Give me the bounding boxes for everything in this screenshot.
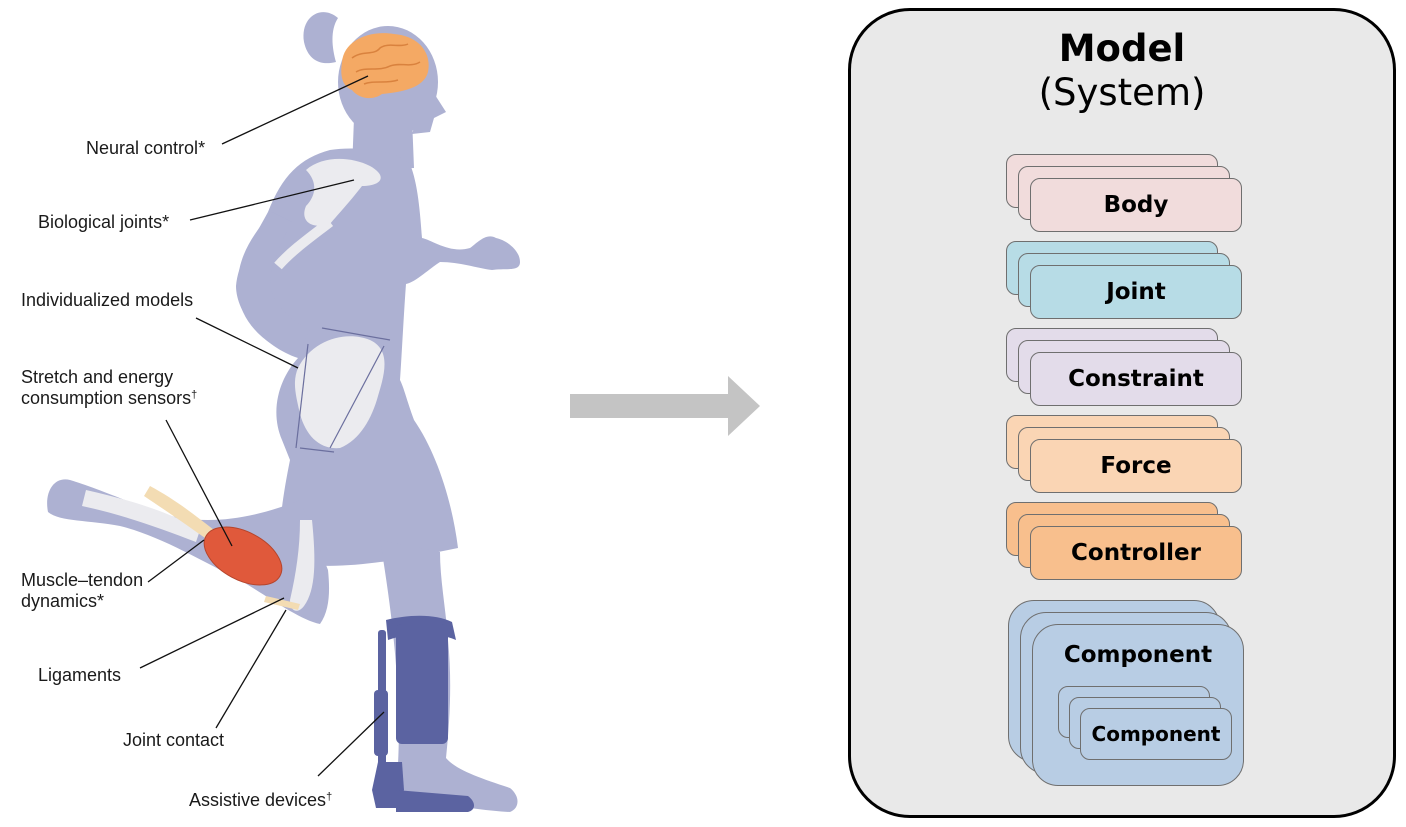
constraint-card-layer <box>1030 352 1242 406</box>
inner-component-card-layer <box>1080 708 1232 760</box>
controller-card-label: Controller <box>1071 540 1201 566</box>
muscle <box>203 526 283 586</box>
controller-card-layer <box>1030 526 1242 580</box>
joint-card-layer <box>1030 265 1242 319</box>
bone-overlays <box>82 158 385 611</box>
label-ligaments: Ligaments <box>38 665 122 685</box>
model-title: Model <box>1058 27 1186 70</box>
tendon <box>144 486 214 540</box>
measurement-arrows <box>295 327 391 453</box>
joint-card-label: Joint <box>1106 279 1166 305</box>
runner-silhouette <box>47 12 520 812</box>
body-card-label: Body <box>1103 192 1169 218</box>
label-assistive-devices: Assistive devices† <box>189 790 333 810</box>
assistive-device <box>372 615 474 812</box>
right-arrow <box>570 376 760 436</box>
runner-illustration <box>47 12 520 812</box>
label-joint-contact: Joint contact <box>123 730 225 750</box>
force-card-label: Force <box>1100 453 1172 479</box>
ligament <box>264 596 300 610</box>
force-card-layer <box>1030 439 1242 493</box>
constraint-card-label: Constraint <box>1068 366 1204 392</box>
label-individualized-models: Individualized models <box>21 290 194 310</box>
body-card-layer <box>1030 178 1242 232</box>
component-card-label: Component <box>1063 642 1213 668</box>
inner-component-card-label: Component <box>1091 722 1221 746</box>
brain-folds <box>351 43 421 85</box>
label-neural-control: Neural control* <box>86 138 206 158</box>
label-biological-joints: Biological joints* <box>38 212 170 232</box>
brain <box>341 33 429 99</box>
leader-lines <box>139 75 385 777</box>
model-subtitle: (System) <box>1038 71 1206 114</box>
